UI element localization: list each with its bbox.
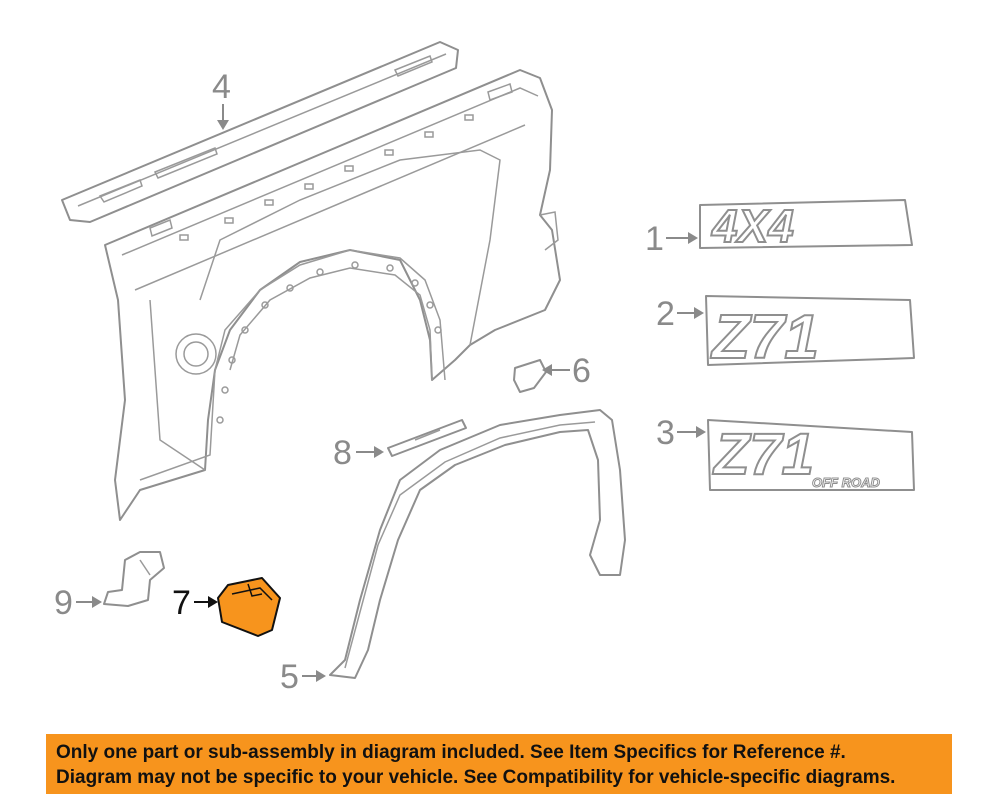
part-6-bracket <box>513 359 547 393</box>
callout-4: 4 <box>212 68 231 130</box>
callout-number: 3 <box>656 414 675 452</box>
callout-number: 2 <box>656 295 675 333</box>
callout-2: 2 <box>656 295 704 333</box>
callout-6: 6 <box>542 352 591 390</box>
callout-number: 4 <box>212 68 231 106</box>
disclaimer-line-2: Diagram may not be specific to your vehi… <box>56 767 896 788</box>
callout-3: 3 <box>656 414 706 452</box>
callout-number: 8 <box>333 434 352 472</box>
callout-number: 9 <box>54 584 73 622</box>
callout-9: 9 <box>54 584 102 622</box>
badge-3-subtext: OFF ROAD <box>812 475 880 490</box>
part-2-z71-emblem: Z71 <box>705 295 915 373</box>
disclaimer-line-1: Only one part or sub-assembly in diagram… <box>56 742 846 763</box>
part-1-4x4-emblem: 4X4 <box>699 199 913 253</box>
callout-number: 6 <box>572 352 591 390</box>
badge-2-text: Z71 <box>710 303 819 372</box>
callout-number: 1 <box>645 220 664 258</box>
part-5-wheel-flare <box>329 409 626 679</box>
callout-number: 7 <box>172 584 191 622</box>
callout-5: 5 <box>280 658 326 696</box>
part-8-decal <box>387 419 467 457</box>
part-9-bracket <box>103 551 165 607</box>
callout-8: 8 <box>333 434 384 472</box>
callout-number: 5 <box>280 658 299 696</box>
part-4-bed-rail <box>61 41 459 223</box>
callout-7: 7 <box>172 584 218 622</box>
badge-1-text: 4X4 <box>711 200 794 252</box>
bed-side-panel <box>104 69 561 521</box>
disclaimer-banner: Only one part or sub-assembly in diagram… <box>46 734 952 794</box>
part-3-z71-offroad-emblem: Z71 OFF ROAD <box>707 419 915 491</box>
callout-1: 1 <box>645 220 698 258</box>
part-7-highlighted-bracket <box>217 577 281 637</box>
badge-3-text: Z71 <box>712 422 814 487</box>
parts-diagram: 4X4 Z71 Z71 OFF ROAD 4 <box>54 41 915 696</box>
